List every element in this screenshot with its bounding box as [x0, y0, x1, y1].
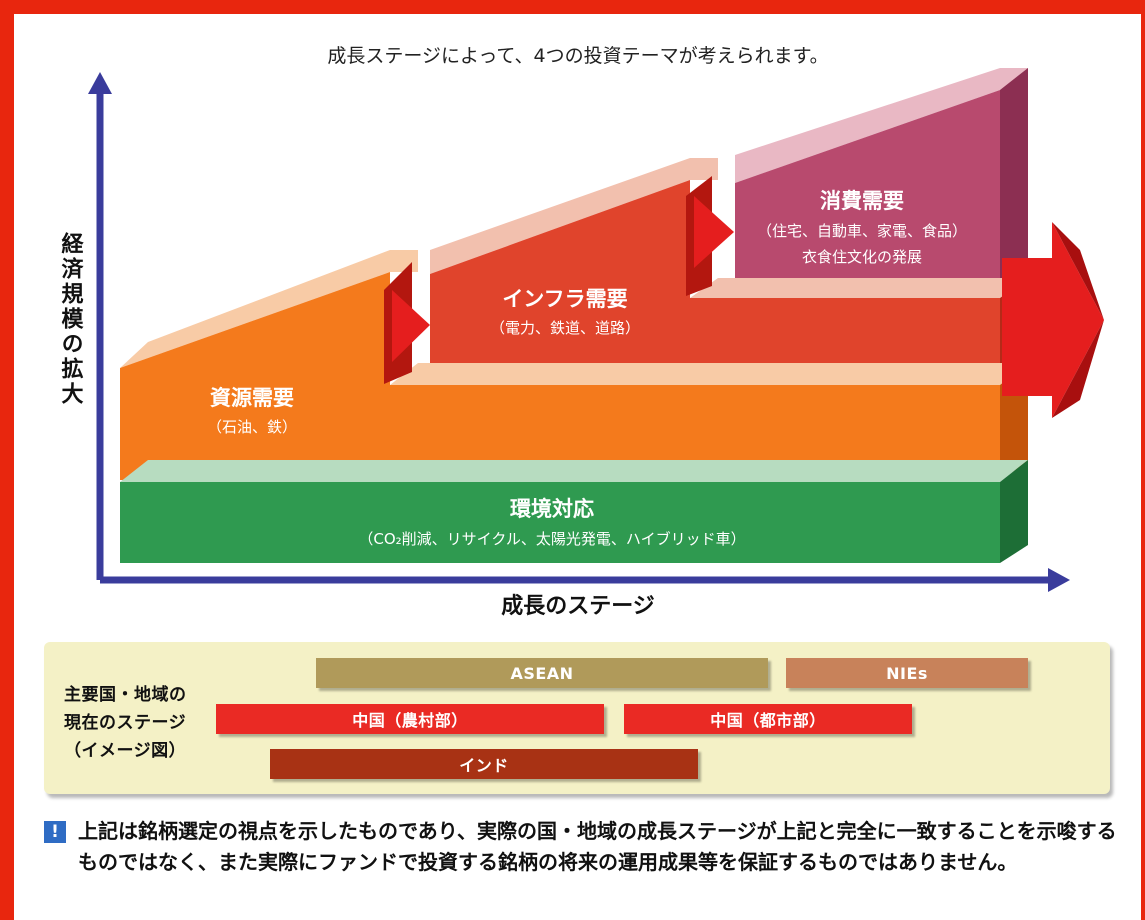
infra-title: インフラ需要 — [502, 287, 627, 311]
resource-detail: （石油、鉄） — [207, 418, 297, 436]
consumer-side-face — [1000, 68, 1028, 295]
green-top-face — [120, 460, 1028, 482]
consumer-detail: （住宅、自動車、家電、食品） — [757, 222, 967, 240]
panel-label-line-1: 主要国・地域の — [64, 685, 187, 705]
bar-china-urban: 中国（都市部） — [624, 704, 912, 734]
bar-asean: ASEAN — [316, 658, 768, 688]
consumer-top-face — [735, 68, 1028, 183]
diagram-caption: 成長ステージによって、4つの投資テーマが考えられます。 — [327, 45, 828, 67]
infra-detail: （電力、鉄道、道路） — [490, 319, 640, 337]
x-axis — [100, 568, 1070, 592]
y-axis — [88, 72, 112, 580]
consumer-front-face — [735, 90, 1000, 295]
green-front-face — [120, 482, 1000, 563]
border-left — [0, 0, 14, 920]
bar-nies: NIEs — [786, 658, 1028, 688]
consumer-demand-block — [735, 68, 1028, 295]
resource-title: 資源需要 — [210, 386, 294, 410]
panel-label-line-3: （イメージ図） — [64, 741, 187, 761]
growth-stage-diagram: 成長ステージによって、4つの投資テーマが考えられます。 — [58, 45, 1104, 619]
big-right-arrow — [1002, 222, 1104, 418]
orange-front-face — [120, 272, 1000, 480]
environment-block — [120, 460, 1028, 563]
bar-china-rural: 中国（農村部） — [216, 704, 604, 734]
orange-top-face — [120, 250, 418, 368]
country-stage-panel: 主要国・地域の 現在のステージ （イメージ図） ASEAN NIEs 中国（農村… — [44, 642, 1110, 794]
panel-label-line-2: 現在のステージ — [64, 713, 187, 733]
disclaimer-text: 上記は銘柄選定の視点を示したものであり、実際の国・地域の成長ステージが上記と完全… — [78, 819, 1117, 874]
y-axis-label: 経済規模の拡大 — [58, 231, 84, 407]
environment-title: 環境対応 — [510, 497, 594, 521]
exclamation-icon: ! — [44, 821, 66, 843]
infra-top-face — [430, 158, 718, 274]
consumer-detail2: 衣食住文化の発展 — [802, 248, 922, 266]
header-bar — [0, 0, 1145, 14]
green-side-face — [1000, 460, 1028, 563]
border-right — [1141, 0, 1145, 920]
stage-arrow-1 — [384, 262, 430, 384]
bar-india: インド — [270, 749, 698, 779]
orange-top-strip — [390, 363, 1028, 385]
consumer-title: 消費需要 — [820, 189, 904, 213]
stage-arrow-2 — [686, 176, 734, 296]
environment-detail: （CO₂削減、リサイクル、太陽光発電、ハイブリッド車） — [358, 530, 745, 548]
infra-front-face — [430, 180, 1000, 380]
x-axis-label: 成長のステージ — [501, 594, 655, 619]
infra-top-strip — [690, 278, 1028, 298]
